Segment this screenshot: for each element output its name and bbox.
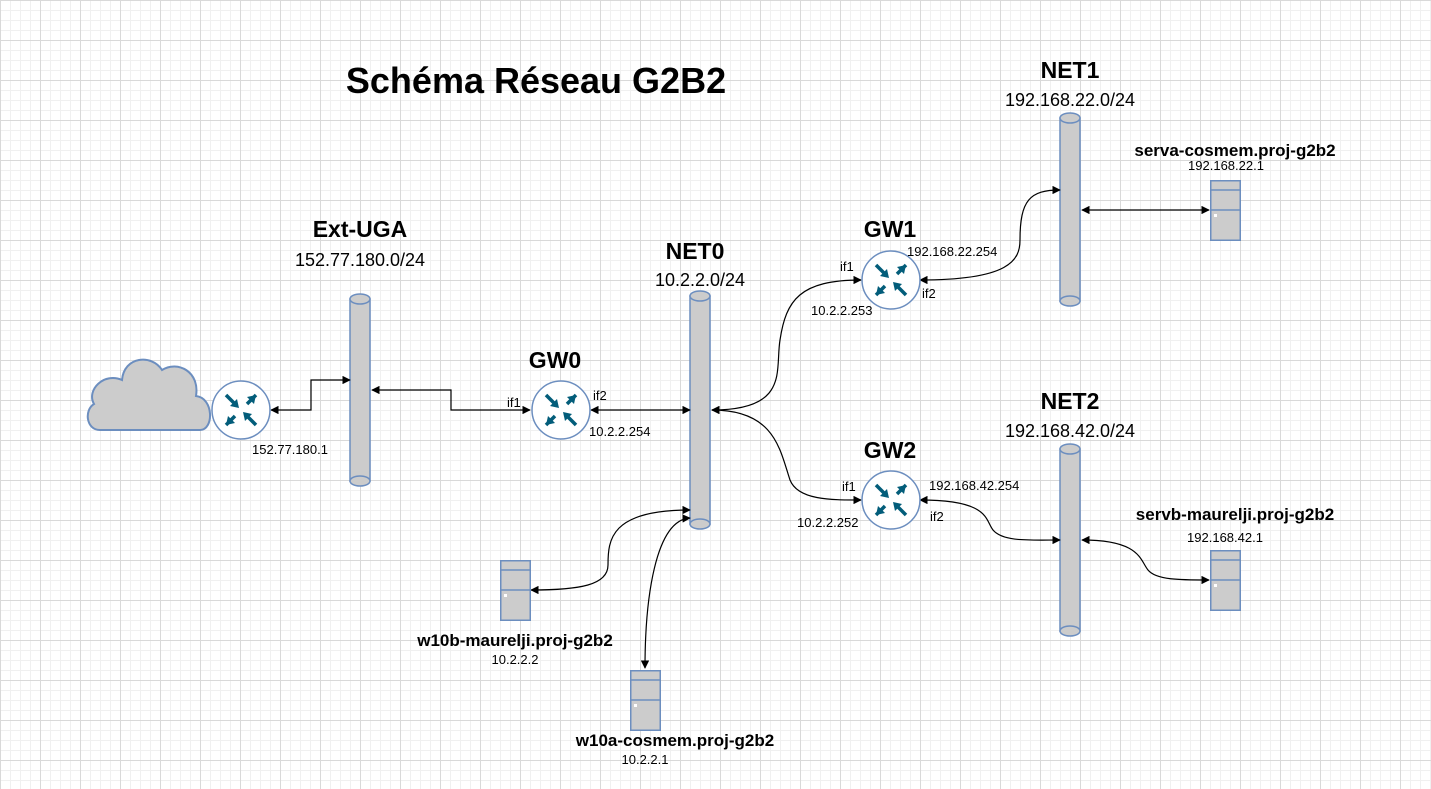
- bus-net0: [689, 290, 711, 530]
- bus-ext-uga: [349, 293, 371, 487]
- link-net0-w10b: [530, 505, 691, 595]
- gw2-ip-if1: 10.2.2.252: [797, 515, 859, 530]
- gw2-router-icon: [861, 470, 921, 530]
- gw2-if2-label: if2: [930, 509, 944, 524]
- gw0-ip-if2: 10.2.2.254: [589, 424, 651, 439]
- bus-net1: [1059, 112, 1081, 307]
- w10b-server-icon: [500, 560, 531, 621]
- gw1-if1-label: if1: [840, 259, 854, 274]
- w10b-name: w10b-maurelji.proj-g2b2: [417, 631, 613, 650]
- link-net0-gw2: [711, 405, 862, 505]
- gw2-name: GW2: [863, 437, 917, 463]
- link-net0-gw1: [711, 275, 862, 415]
- uplink-ip: 152.77.180.1: [252, 442, 328, 457]
- gw1-ip-if2: 192.168.22.254: [907, 244, 998, 259]
- gw1-if2-label: if2: [922, 286, 936, 301]
- gw1-name: GW1: [863, 216, 917, 242]
- net1-name: NET1: [1040, 57, 1100, 83]
- w10a-name: w10a-cosmem.proj-g2b2: [575, 731, 775, 750]
- net0-cidr: 10.2.2.0/24: [654, 270, 746, 290]
- gw2-ip-if2: 192.168.42.254: [929, 478, 1020, 493]
- net2-cidr: 192.168.42.0/24: [1004, 421, 1136, 441]
- w10a-ip: 10.2.2.1: [621, 752, 669, 767]
- servb-server-icon: [1210, 550, 1241, 611]
- w10b-ip: 10.2.2.2: [491, 652, 539, 667]
- gw1-ip-if1: 10.2.2.253: [811, 303, 873, 318]
- net0-name: NET0: [665, 238, 725, 264]
- servb-name: servb-maurelji.proj-g2b2: [1135, 505, 1335, 524]
- link-net0-w10a: [640, 514, 691, 669]
- serva-ip: 192.168.22.1: [1188, 158, 1264, 173]
- gw0-if2-label: if2: [593, 388, 607, 403]
- w10a-server-icon: [630, 670, 661, 731]
- link-uplink-ext: [270, 375, 351, 415]
- ext-uga-name: Ext-UGA: [312, 216, 408, 242]
- gw0-name: GW0: [528, 347, 582, 373]
- gw0-router-icon: [531, 380, 591, 440]
- ext-uga-cidr: 152.77.180.0/24: [294, 250, 426, 270]
- uplink-router-icon: [211, 380, 271, 440]
- link-gw1-net1: [919, 185, 1061, 285]
- servb-ip: 192.168.42.1: [1187, 530, 1263, 545]
- link-net2-servb: [1081, 535, 1210, 585]
- net2-name: NET2: [1040, 388, 1100, 414]
- link-gw2-net2: [919, 495, 1061, 545]
- bus-net2: [1059, 443, 1081, 637]
- gw0-if1-label: if1: [507, 395, 521, 410]
- net1-cidr: 192.168.22.0/24: [1004, 90, 1136, 110]
- serva-server-icon: [1210, 180, 1241, 241]
- diagram-title: Schéma Réseau G2B2: [345, 60, 727, 101]
- link-ext-gw0: [371, 385, 531, 415]
- internet-cloud-icon: [86, 358, 212, 431]
- gw1-router-icon: [861, 250, 921, 310]
- serva-name: serva-cosmem.proj-g2b2: [1134, 141, 1336, 160]
- gw2-if1-label: if1: [842, 479, 856, 494]
